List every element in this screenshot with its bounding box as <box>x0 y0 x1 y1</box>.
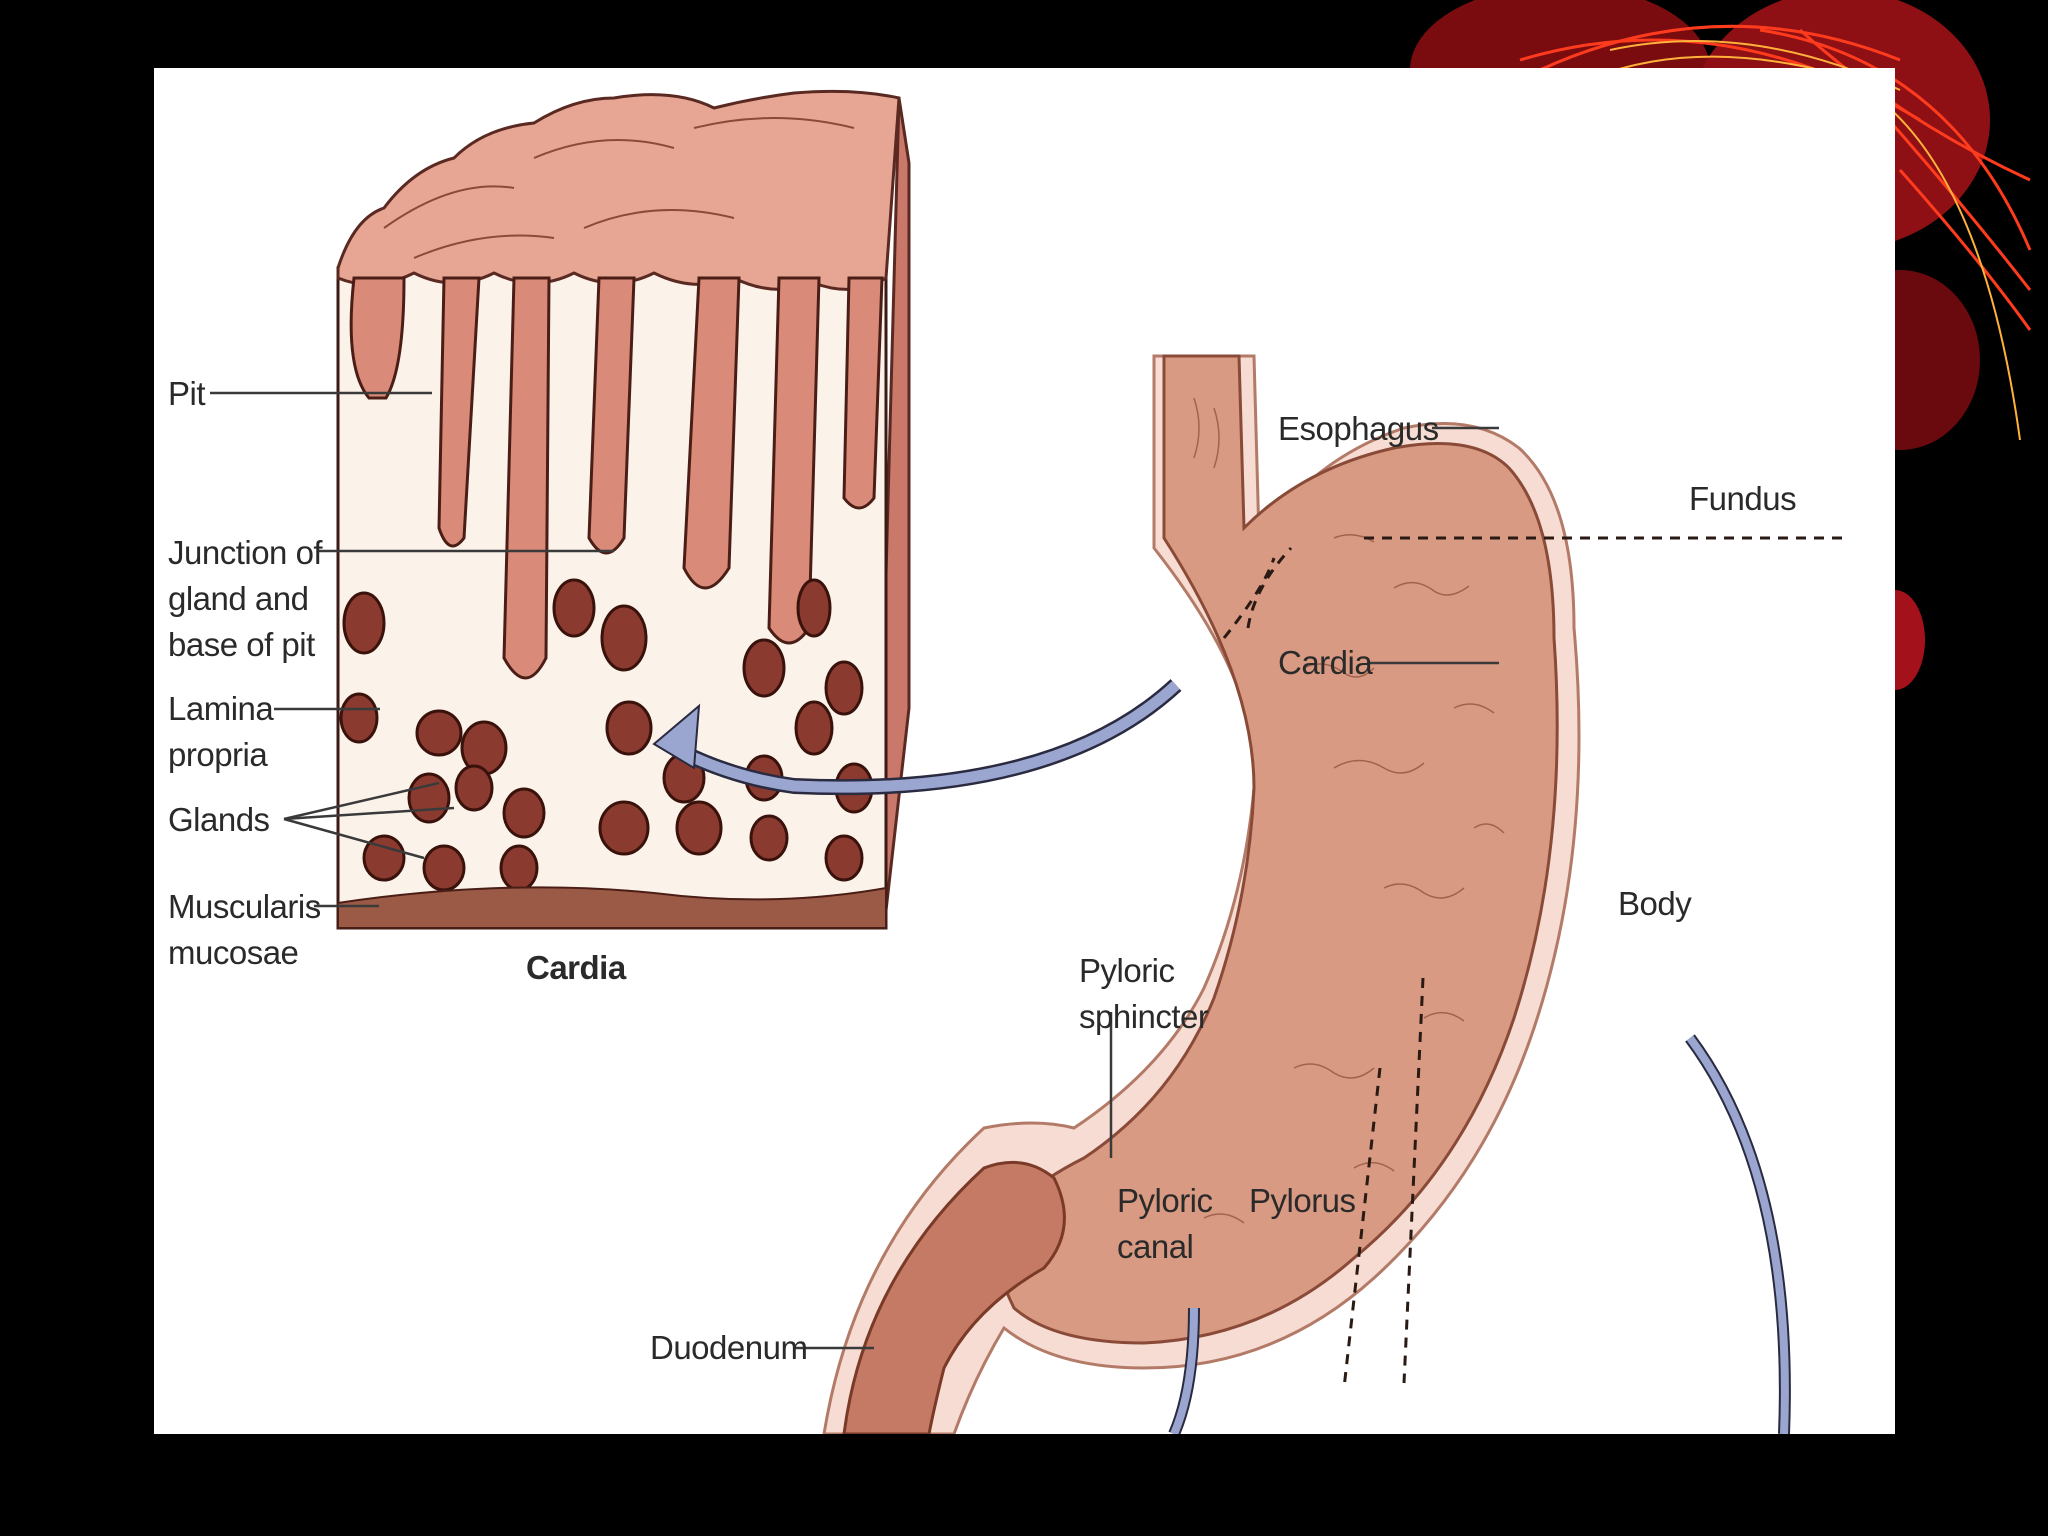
cardia-tissue-block <box>336 89 911 930</box>
label-junction: Junction of gland and base of pit <box>168 534 323 663</box>
label-muscularis-mucosae: Muscularis mucosae <box>168 888 321 971</box>
label-body: Body <box>1618 885 1692 922</box>
label-pyloric-canal: Pyloric canal <box>1117 1182 1213 1265</box>
label-duodenum: Duodenum <box>650 1329 808 1366</box>
link-arrows <box>652 679 1791 1434</box>
label-fundus: Fundus <box>1689 480 1797 517</box>
label-pylorus: Pylorus <box>1249 1182 1356 1219</box>
stomach-diagram <box>210 89 1849 1434</box>
label-esophagus: Esophagus <box>1278 410 1439 447</box>
stomach-illustration <box>822 354 1849 1434</box>
label-glands: Glands <box>168 801 270 838</box>
label-cardia: Cardia <box>1278 644 1373 681</box>
label-lamina-propria: Lamina propria <box>168 690 274 773</box>
diagram-panel: Pit Junction of gland and base of pit La… <box>154 68 1895 1434</box>
label-pit: Pit <box>168 375 206 412</box>
label-pyloric-sphincter: Pyloric sphincter <box>1079 952 1209 1035</box>
label-cardia-caption: Cardia <box>526 949 626 986</box>
